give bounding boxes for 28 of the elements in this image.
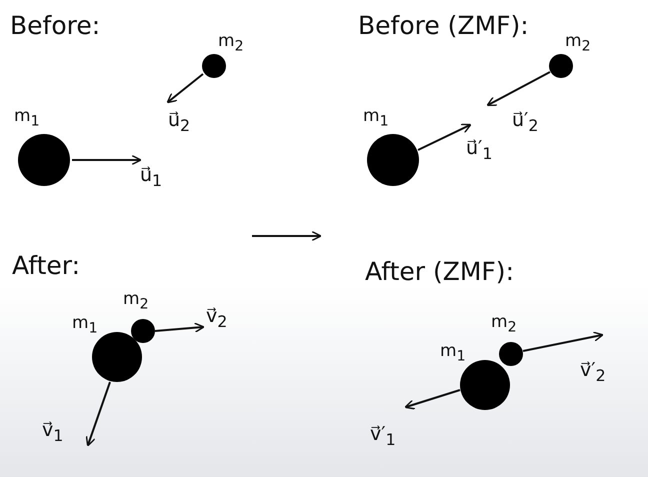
ball-circle	[367, 134, 419, 186]
vector-label: v⃗′$_{2}$	[580, 360, 606, 384]
mass-label: m$_{2}$	[218, 33, 244, 54]
vector-label: u⃗′$_{2}$	[512, 110, 538, 134]
ball-circle	[131, 319, 155, 343]
vector-label: u⃗$_{1}$	[140, 165, 162, 190]
vector-label: v⃗$_{2}$	[206, 306, 228, 330]
section-heading: Before:	[10, 12, 100, 40]
section-heading: After:	[12, 252, 80, 280]
vector-label: v⃗$_{1}$	[42, 420, 64, 444]
mass-label: m$_{1}$	[14, 108, 40, 129]
vector-label: u⃗$_{2}$	[168, 110, 190, 134]
ball-circle	[92, 332, 142, 382]
section-heading: Before (ZMF):	[358, 12, 529, 40]
mass-label: m$_{2}$	[123, 291, 149, 312]
section-heading: After (ZMF):	[365, 258, 514, 286]
ball-circle	[499, 342, 523, 366]
ball-circle	[202, 54, 226, 78]
vector-label: u⃗′$_{1}$	[466, 138, 492, 162]
mass-label: m$_{1}$	[72, 315, 98, 336]
ball-circle	[460, 360, 510, 410]
mass-label: m$_{2}$	[491, 314, 517, 335]
vector-label: v⃗′$_{1}$	[370, 424, 396, 448]
ball-circle	[18, 134, 70, 186]
mass-label: m$_{1}$	[363, 108, 389, 129]
mass-label: m$_{2}$	[565, 33, 591, 54]
mass-label: m$_{1}$	[440, 343, 466, 364]
ball-circle	[549, 54, 573, 78]
